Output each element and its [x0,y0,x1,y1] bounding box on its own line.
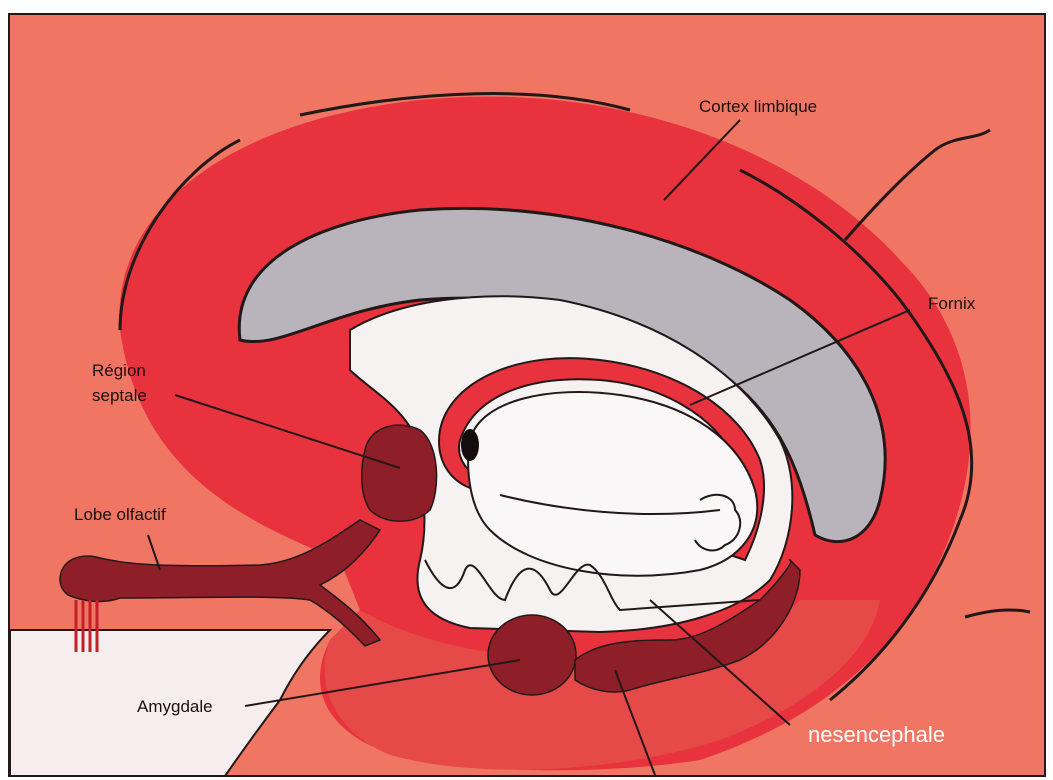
label-region-septale-line1: Région [92,361,146,380]
amygdala [488,615,576,695]
label-lobe-olfactif: Lobe olfactif [74,505,166,524]
label-cortex-limbique: Cortex limbique [699,97,817,116]
label-region-septale-line2: septale [92,386,147,405]
label-fornix: Fornix [928,294,976,313]
label-nesencephale: nesencephale [808,722,945,747]
septal-region [362,425,437,521]
anterior-commissure-dot [461,429,479,461]
label-amygdale: Amygdale [137,697,213,716]
